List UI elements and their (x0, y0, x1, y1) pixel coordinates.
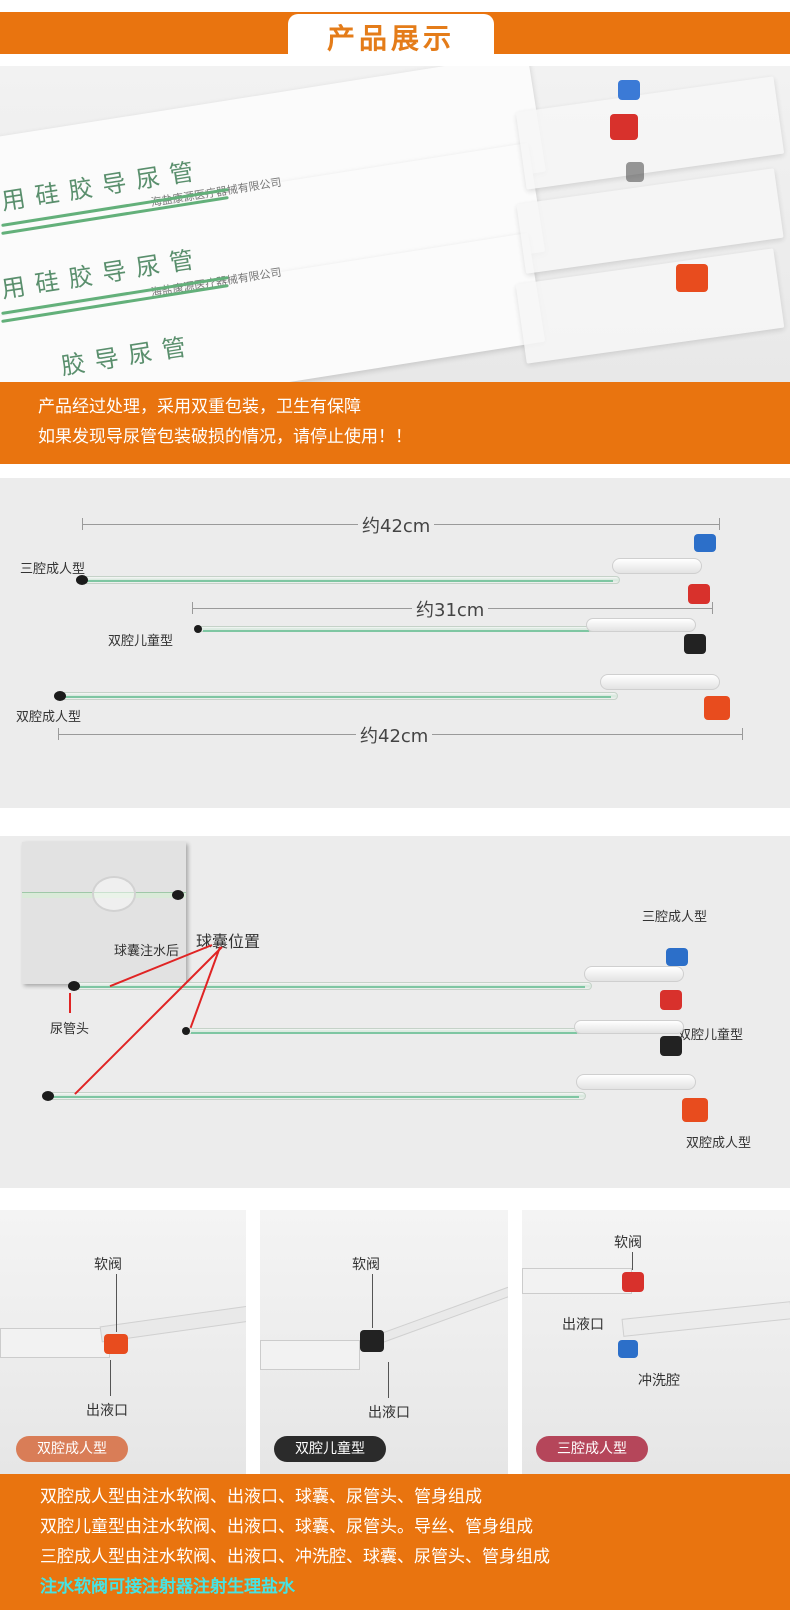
detail-tile: 软阀 出液口 双腔成人型 (0, 1210, 246, 1474)
model-badge: 双腔儿童型 (274, 1436, 386, 1462)
dimension-tick (712, 602, 713, 614)
detail-tile: 软阀 出液口 冲洗腔 三腔成人型 (522, 1210, 790, 1474)
blue-valve-icon (666, 948, 688, 966)
valve-label: 软阀 (352, 1257, 380, 1273)
syringe-icon (260, 1340, 360, 1370)
black-valve-icon (660, 1036, 682, 1056)
packaging-notice: 产品经过处理，采用双重包装，卫生有保障 如果发现导尿管包装破损的情况，请停止使用… (0, 382, 790, 464)
catheter-tube (72, 982, 592, 990)
red-valve-icon (660, 990, 682, 1010)
catheter-tip (172, 890, 184, 900)
detail-tile: 软阀 出液口 双腔儿童型 (260, 1210, 508, 1474)
catheter-tube (196, 626, 596, 632)
flush-label: 冲洗腔 (638, 1373, 680, 1389)
catheter-tube (184, 1028, 584, 1034)
orange-valve-icon (676, 264, 708, 292)
callout-line (632, 1252, 633, 1270)
flush-valve-icon (618, 1340, 638, 1358)
outlet-label: 出液口 (562, 1317, 604, 1333)
callout-line (372, 1274, 373, 1328)
catheter-tip (194, 625, 202, 633)
catheter-hub (576, 1074, 696, 1090)
section-title: 产品展示 (288, 14, 494, 68)
catheter-tip (54, 691, 66, 701)
valve-icon (104, 1334, 128, 1354)
model-label: 双腔儿童型 (108, 634, 174, 649)
model-badge: 双腔成人型 (16, 1436, 128, 1462)
inset-caption: 球囊注水后 (114, 944, 180, 959)
balloon-position-panel: 球囊注水后 球囊位置 三腔成人型 尿管头 双腔儿童型 双腔成人型 (0, 836, 790, 1188)
callout-line (388, 1362, 389, 1398)
catheter-hub (612, 558, 702, 574)
callout-line (110, 1360, 111, 1396)
model-badge: 三腔成人型 (536, 1436, 648, 1462)
red-valve-icon (688, 584, 710, 604)
description-line: 双腔成人型由注水软阀、出液口、球囊、尿管头、管身组成 (40, 1487, 482, 1507)
balloon-position-label: 球囊位置 (196, 932, 261, 951)
catheter-hub (600, 674, 720, 690)
description-highlight: 注水软阀可接注射器注射生理盐水 (40, 1577, 295, 1597)
catheter-tube (46, 1092, 586, 1100)
catheter-branch (372, 1284, 508, 1346)
packaging-photo: 用硅胶导尿管 用硅胶导尿管 胶导尿管 海盐康源医疗器械有限公司 海盐康源医疗器械… (0, 66, 790, 382)
balloon-inset-photo: 球囊注水后 (22, 842, 186, 984)
blue-valve-icon (694, 534, 716, 552)
description-line: 三腔成人型由注水软阀、出液口、冲洗腔、球囊、尿管头、管身组成 (40, 1547, 550, 1567)
dimension-tick (742, 728, 743, 740)
valve-icon (360, 1330, 384, 1352)
orange-valve-icon (704, 696, 730, 720)
callout-line (116, 1274, 117, 1332)
dimension-tick (58, 728, 59, 740)
catheter-tube (80, 576, 620, 584)
description-band: 双腔成人型由注水软阀、出液口、球囊、尿管头、管身组成 双腔儿童型由注水软阀、出液… (0, 1474, 790, 1610)
catheter-tip (68, 981, 80, 991)
model-label: 双腔儿童型 (678, 1028, 744, 1043)
catheter-tip (42, 1091, 54, 1101)
dimension-tick (192, 602, 193, 614)
catheter-hub (574, 1020, 684, 1034)
red-valve-icon (610, 114, 638, 140)
model-label: 三腔成人型 (20, 562, 86, 577)
orange-valve-icon (682, 1098, 708, 1122)
valve-label: 软阀 (94, 1257, 122, 1273)
length-label: 约42cm (356, 722, 433, 748)
black-valve-icon (684, 634, 706, 654)
dimension-tick (82, 518, 83, 530)
syringe-icon (522, 1268, 632, 1294)
blue-valve-icon (618, 80, 640, 100)
catheter-hub (584, 966, 684, 982)
length-label: 约42cm (358, 512, 435, 538)
length-label: 约31cm (412, 596, 489, 622)
model-label: 双腔成人型 (686, 1136, 752, 1151)
outlet-label: 出液口 (86, 1403, 128, 1419)
notice-line: 产品经过处理，采用双重包装，卫生有保障 (38, 397, 361, 417)
tip-pointer (69, 993, 71, 1013)
tip-label: 尿管头 (50, 1022, 90, 1037)
notice-line: 如果发现导尿管包装破损的情况，请停止使用！！ (38, 427, 412, 447)
catheter-hub (586, 618, 696, 632)
catheter-tip (76, 575, 88, 585)
catheter-branch (621, 1301, 790, 1337)
model-label: 双腔成人型 (16, 710, 82, 725)
valve-icon (622, 1272, 644, 1292)
outlet-label: 出液口 (368, 1405, 410, 1421)
catheter-tip (182, 1027, 190, 1035)
balloon-icon (92, 876, 136, 912)
model-label: 三腔成人型 (642, 910, 708, 925)
description-line: 双腔儿童型由注水软阀、出液口、球囊、尿管头。导丝、管身组成 (40, 1517, 533, 1537)
size-comparison-panel: 约42cm 三腔成人型 约31cm 双腔儿童型 双腔成人型 约42cm (0, 478, 790, 808)
catheter-tube (58, 692, 618, 700)
syringe-icon (0, 1328, 110, 1358)
black-valve-icon (626, 162, 644, 182)
dimension-tick (719, 518, 720, 530)
valve-label: 软阀 (614, 1235, 642, 1251)
